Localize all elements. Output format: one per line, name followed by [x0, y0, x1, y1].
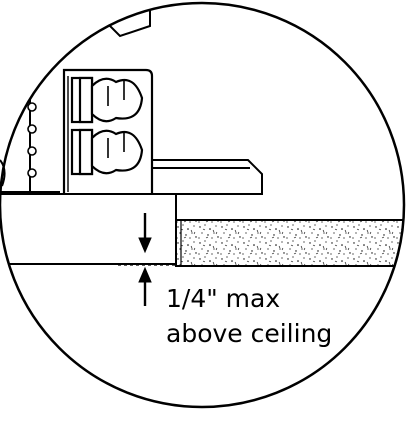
- leader-stub: [0, 159, 6, 187]
- arrow-up-head: [138, 266, 152, 283]
- terminal-lower: [70, 128, 144, 176]
- ceiling-tile: [175, 219, 404, 267]
- panel-hole: [27, 146, 37, 156]
- magnifier-outline: [0, 1, 406, 409]
- support-rail: [139, 159, 263, 195]
- magnified-detail-content: [0, 3, 404, 306]
- panel-holes: [27, 102, 37, 178]
- clearance-label-line1: 1/4" max: [166, 284, 281, 313]
- upper-bracket: [109, 3, 151, 38]
- arrow-down-head: [138, 237, 152, 254]
- panel-hole: [27, 102, 37, 112]
- panel-hole: [27, 168, 37, 178]
- housing-body: [0, 193, 177, 265]
- panel-hole: [27, 124, 37, 134]
- clearance-label-line2: above ceiling: [166, 319, 333, 348]
- terminal-upper: [70, 76, 144, 124]
- connector-module: [62, 68, 154, 198]
- dimension-arrows: [138, 213, 152, 306]
